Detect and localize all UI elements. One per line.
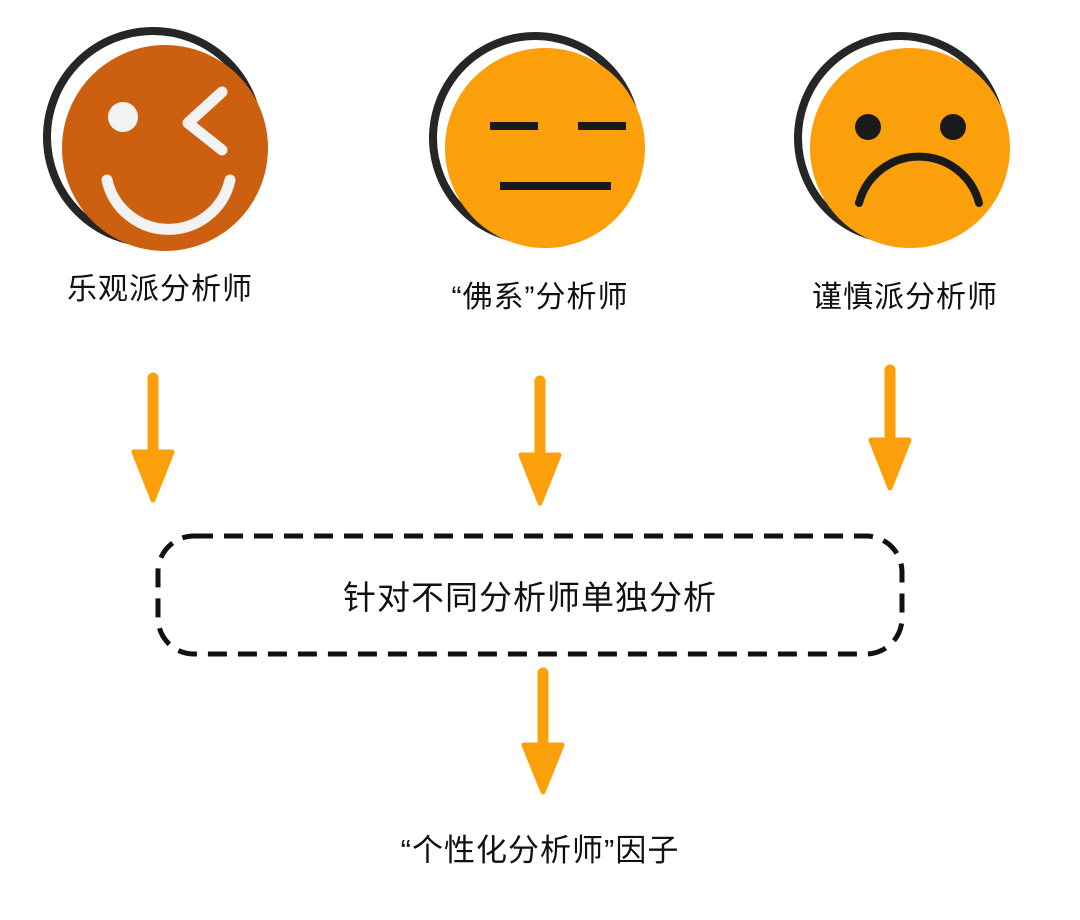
arrow-process-to-outcome xyxy=(521,667,565,795)
persona-group-neutral: “佛系”分析师 xyxy=(390,28,690,318)
process-box-dashed-border xyxy=(155,533,905,657)
frowning-face-icon xyxy=(755,28,1055,278)
neutral-face-icon xyxy=(390,28,690,278)
arrow-optimistic-to-process xyxy=(131,372,175,503)
outcome-label: “个性化分析师”因子 xyxy=(400,833,680,868)
persona-label-cautious: 谨慎派分析师 xyxy=(812,281,998,314)
process-box: 针对不同分析师单独分析 xyxy=(155,533,905,657)
persona-group-cautious: 谨慎派分析师 xyxy=(755,28,1055,318)
process-box-label: 针对不同分析师单独分析 xyxy=(343,579,717,616)
persona-label-neutral: “佛系”分析师 xyxy=(451,281,629,314)
arrow-cautious-to-process xyxy=(868,364,912,491)
winking-smiley-face-icon xyxy=(10,20,310,270)
persona-group-optimistic: 乐观派分析师 xyxy=(10,20,310,310)
arrow-neutral-to-process xyxy=(518,375,562,506)
persona-label-optimistic: 乐观派分析师 xyxy=(67,273,253,306)
